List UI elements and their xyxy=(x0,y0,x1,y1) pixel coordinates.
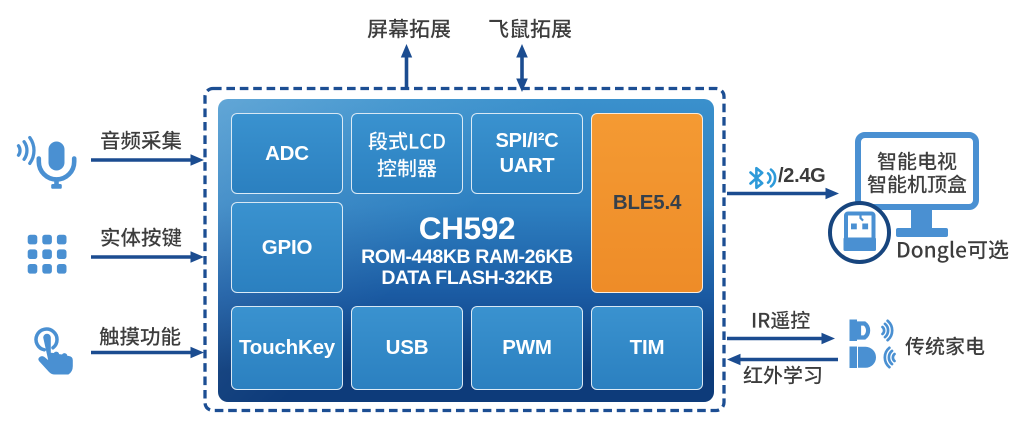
label-audio-glyphs xyxy=(101,130,182,150)
chip-spec-line1: ROM-448KB RAM-26KB xyxy=(361,246,573,268)
block-spi-uart-line2: UART xyxy=(499,154,555,177)
label-touch-glyphs xyxy=(99,326,181,346)
block-lcd-line1-glyphs xyxy=(368,130,445,150)
tv-line1-glyphs xyxy=(877,151,956,170)
tv-stand-base xyxy=(895,228,948,237)
label-dongle xyxy=(896,239,1009,263)
block-tim-label: TIM xyxy=(629,336,665,359)
arrow-screen-ext xyxy=(400,44,413,87)
label-ir-learn-glyphs xyxy=(743,364,821,384)
chip-center-text: CH592 ROM-448KB RAM-26KB DATA FLASH-32KB xyxy=(351,210,583,296)
block-usb-label: USB xyxy=(385,336,429,359)
block-gpio-label: GPIO xyxy=(261,235,313,259)
bluetooth-icon xyxy=(749,166,777,190)
label-audio xyxy=(100,130,182,153)
label-appliance xyxy=(905,335,985,359)
ir-emitter-icon xyxy=(849,319,894,342)
block-touchkey: TouchKey xyxy=(231,306,343,390)
block-adc-label: ADC xyxy=(265,141,309,165)
block-gpio: GPIO xyxy=(231,202,343,293)
label-ir-remote xyxy=(751,310,810,333)
block-lcd-line1 xyxy=(368,130,446,154)
block-tim: TIM xyxy=(591,306,703,390)
label-ir-remote-glyphs xyxy=(753,310,810,329)
block-lcd-line2 xyxy=(377,158,437,181)
block-ble: BLE5.4 xyxy=(591,113,703,293)
label-ir-learn xyxy=(743,364,823,388)
arrow-buttons xyxy=(91,251,204,263)
label-dongle-glyphs xyxy=(897,239,1008,263)
tv-line1 xyxy=(877,151,957,174)
block-lcd-controller xyxy=(351,113,463,194)
block-adc: ADC xyxy=(231,113,343,194)
ir-receiver-icon xyxy=(849,346,896,369)
block-lcd-line2-glyphs xyxy=(377,158,437,177)
block-pwm-label: PWM xyxy=(502,336,552,359)
label-touch xyxy=(99,326,181,349)
tv-stand-neck xyxy=(910,209,932,229)
arrow-ir-in xyxy=(727,353,838,366)
block-usb: USB xyxy=(351,306,463,390)
tv-line2 xyxy=(867,173,967,197)
label-buttons xyxy=(100,227,182,250)
label-screen-ext-glyphs xyxy=(367,18,451,39)
label-airmouse-ext-glyphs xyxy=(489,18,572,39)
chip-spec-line2: DATA FLASH-32KB xyxy=(381,267,553,289)
arrow-airmouse-ext xyxy=(516,44,528,92)
touch-icon xyxy=(34,327,73,375)
keypad-icon xyxy=(27,234,67,274)
block-spi-uart-line1: SPI/I²C xyxy=(495,129,559,152)
label-screen-ext xyxy=(367,18,451,42)
block-pwm: PWM xyxy=(471,306,583,390)
dongle-circle xyxy=(828,201,891,264)
arrow-wireless xyxy=(727,187,839,200)
microphone-icon xyxy=(16,135,77,189)
arrow-ir-out xyxy=(727,332,835,345)
label-buttons-glyphs xyxy=(101,227,182,247)
protocol-label: /2.4G xyxy=(778,165,826,187)
arrow-audio xyxy=(91,154,204,166)
label-airmouse-ext xyxy=(488,18,572,42)
chip-name: CH592 xyxy=(418,210,516,246)
label-appliance-glyphs xyxy=(905,335,985,355)
tv-icon xyxy=(855,132,979,210)
block-ble-label: BLE5.4 xyxy=(612,191,682,214)
tv-line2-glyphs xyxy=(867,173,966,193)
block-touchkey-label: TouchKey xyxy=(239,336,335,359)
